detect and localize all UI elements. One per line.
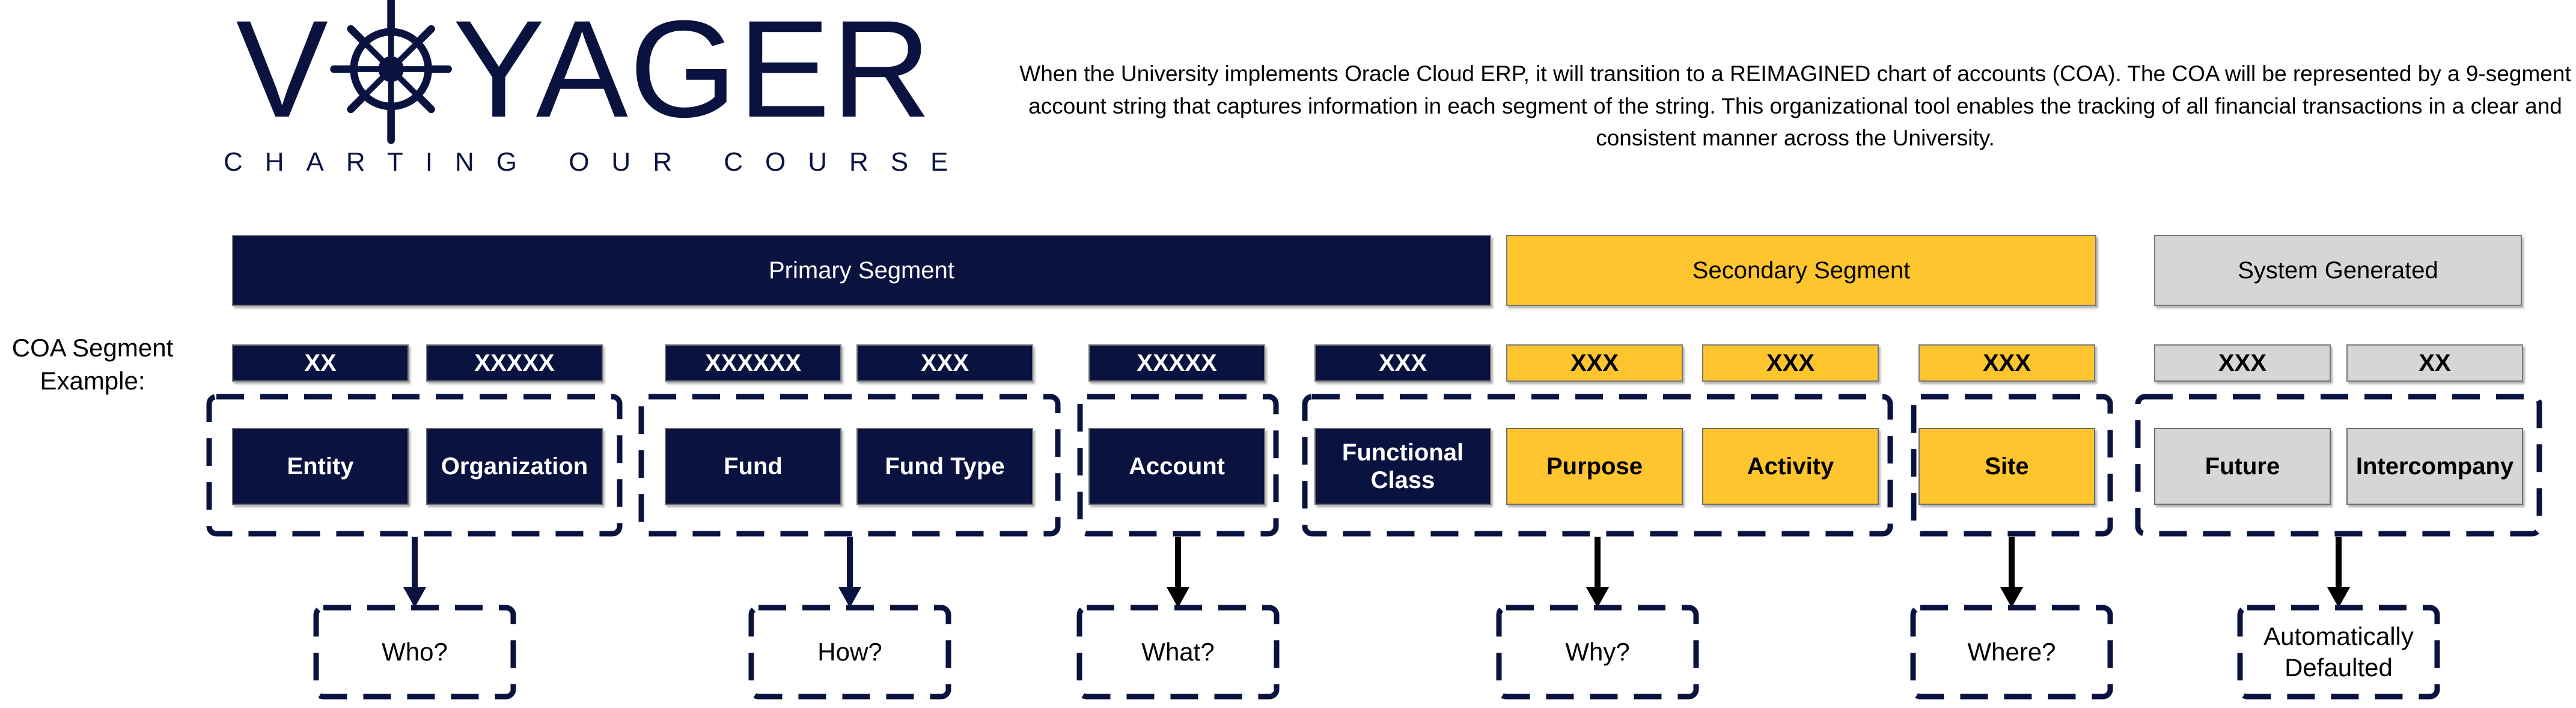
- coa-example-cell-purpose: XXX: [1506, 344, 1683, 382]
- segment-box-purpose: Purpose: [1506, 428, 1683, 505]
- question-box-auto-defaulted: Automatically Defaulted: [2237, 605, 2440, 700]
- wordmark-start: V: [236, 0, 330, 146]
- segment-box-account: Account: [1088, 428, 1265, 505]
- coa-example-cell-functional-class: XXX: [1314, 344, 1491, 382]
- secondary-segment-header: Secondary Segment: [1506, 235, 2096, 306]
- coa-example-cell-fund: XXXXXX: [665, 344, 841, 382]
- wordmark-end: YAGER: [453, 0, 933, 146]
- coa-example-cell-site: XXX: [1918, 344, 2095, 382]
- down-arrow-why: [1586, 537, 1609, 610]
- question-box-who: Who?: [313, 605, 516, 700]
- down-arrow-auto-defaulted: [2327, 537, 2350, 610]
- ship-wheel-icon: [330, 0, 452, 144]
- secondary-segment-header-label: Secondary Segment: [1692, 257, 1911, 284]
- coa-example-cell-intercompany: XX: [2346, 344, 2523, 382]
- question-label-auto-defaulted: Automatically Defaulted: [2263, 621, 2414, 682]
- coa-segment-example-label: COA Segment Example:: [11, 334, 174, 395]
- down-arrow-what: [1167, 537, 1189, 610]
- segment-box-entity: Entity: [232, 428, 409, 505]
- voyager-wordmark: V: [212, 0, 957, 145]
- system-generated-header: System Generated: [2154, 235, 2522, 306]
- segment-box-fund-type: Fund Type: [856, 428, 1033, 505]
- down-arrow-how: [838, 537, 861, 610]
- segment-box-fund: Fund: [665, 428, 841, 505]
- question-label-why: Why?: [1565, 637, 1630, 666]
- question-label-what: What?: [1141, 637, 1215, 666]
- segment-box-activity: Activity: [1702, 428, 1879, 505]
- question-box-what: What?: [1076, 605, 1280, 700]
- coa-example-cell-entity: XX: [232, 344, 409, 382]
- intro-paragraph: When the University implements Oracle Cl…: [1019, 61, 2571, 151]
- segment-box-intercompany: Intercompany: [2346, 428, 2523, 505]
- coa-example-cell-fund-type: XXX: [856, 344, 1033, 382]
- question-label-who: Who?: [382, 637, 448, 666]
- coa-example-cell-activity: XXX: [1702, 344, 1879, 382]
- question-label-how: How?: [817, 637, 882, 666]
- segment-box-organization: Organization: [426, 428, 603, 505]
- coa-example-cell-organization: XXXXX: [426, 344, 603, 382]
- coa-example-cell-future: XXX: [2154, 344, 2331, 382]
- logo-tagline: CHARTING OUR COURSE: [224, 147, 971, 177]
- coa-example-cell-account: XXXXX: [1088, 344, 1265, 382]
- system-generated-header-label: System Generated: [2238, 257, 2438, 284]
- segment-box-future: Future: [2154, 428, 2331, 505]
- down-arrow-where: [2000, 537, 2023, 610]
- down-arrow-who: [403, 537, 426, 610]
- primary-segment-header-label: Primary Segment: [769, 257, 954, 284]
- voyager-logo: V: [212, 0, 957, 177]
- question-label-where: Where?: [1967, 637, 2056, 666]
- segment-box-site: Site: [1918, 428, 2095, 505]
- question-box-how: How?: [748, 605, 951, 700]
- primary-segment-header: Primary Segment: [232, 235, 1491, 306]
- question-box-where: Where?: [1910, 605, 2113, 700]
- question-box-why: Why?: [1496, 605, 1699, 700]
- segment-box-functional-class: Functional Class: [1314, 428, 1491, 505]
